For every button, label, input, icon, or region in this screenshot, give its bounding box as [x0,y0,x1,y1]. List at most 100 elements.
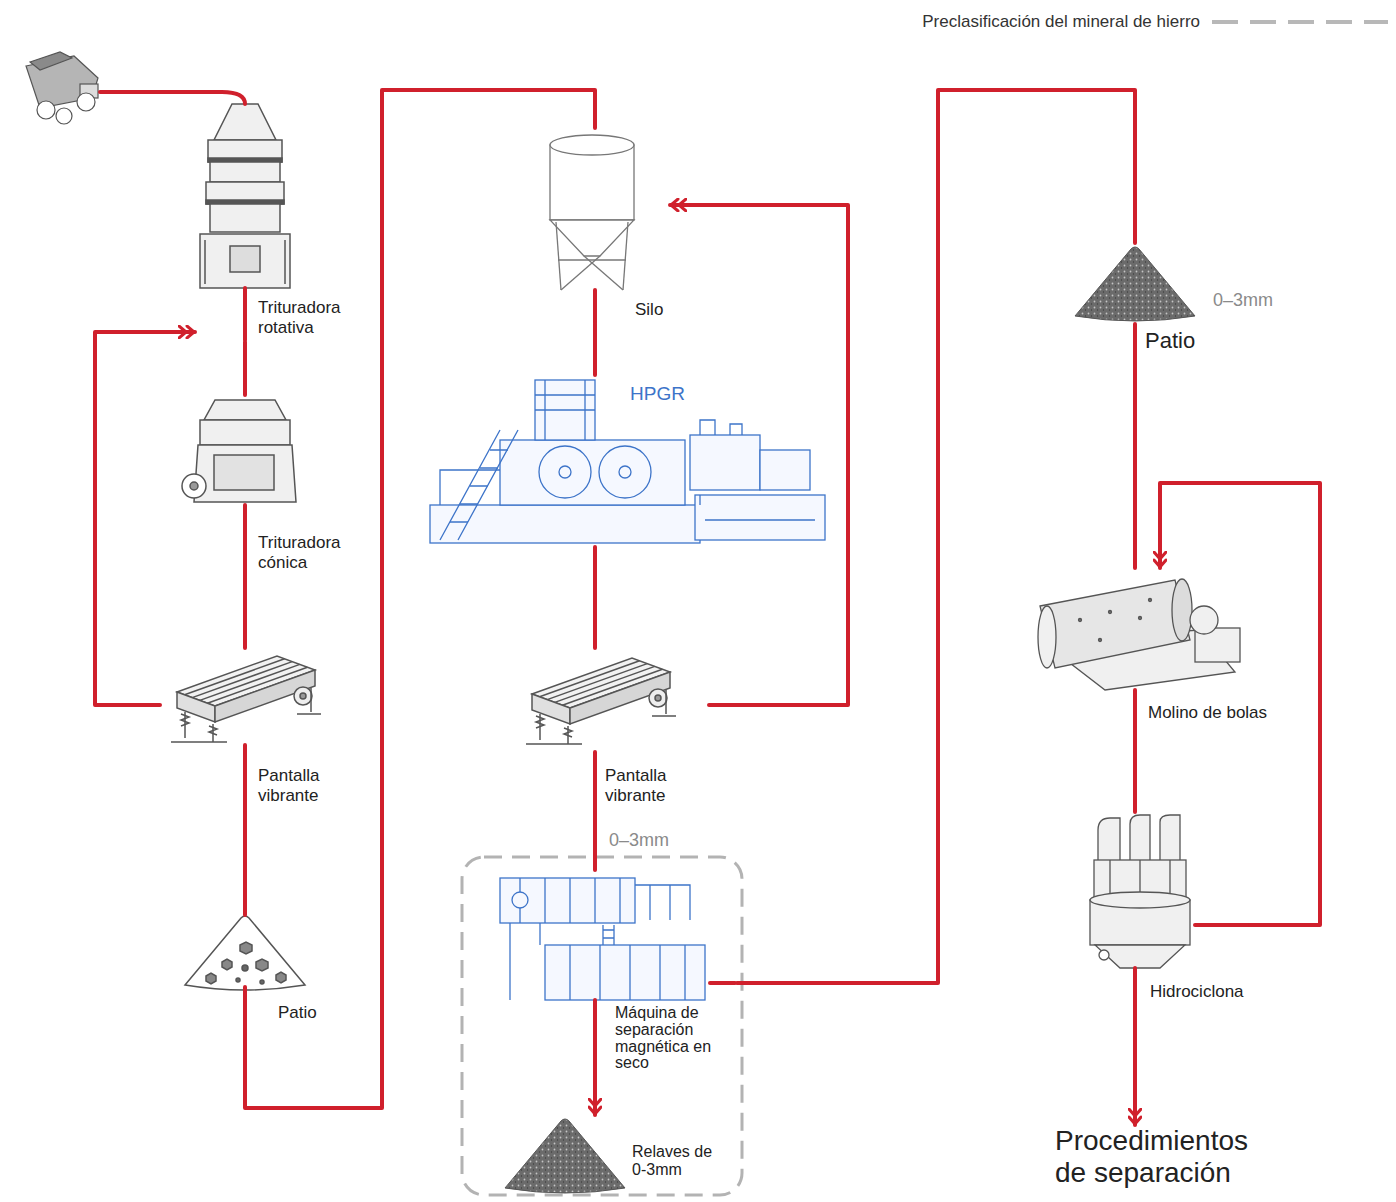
dry-magnetic-separator [500,878,635,923]
flow-line-stub [100,92,1250,1078]
flow-line-stub [1133,324,1137,358]
flow-node: Molino de bolas [1025,568,1275,728]
flow-connector [243,342,247,395]
haul-truck [30,52,72,70]
haul-truck [37,101,55,119]
node-label: Pantalla vibrante [605,766,705,807]
silo [561,256,600,290]
flow-node: Pantalla vibrante [160,648,362,813]
flow-connector [593,813,597,870]
cone-crusher [200,420,290,445]
legend-text: Preclasificación del mineral de hierro [922,12,1200,32]
hpgr-machine [440,430,518,540]
cone-crusher [182,400,296,502]
hpgr-machine [440,470,700,505]
gyratory-crusher [210,162,280,182]
silo [550,145,634,220]
flow-line-stub [1195,923,1250,927]
node-label: Molino de bolas [1148,703,1267,723]
haul-truck [26,52,98,124]
flow-line-stub [593,1000,597,1078]
stockpile [236,978,240,982]
flow-connector [593,323,597,375]
cone-crusher [194,445,296,502]
flow-line-stub [100,92,245,104]
flow-line-stub [243,987,247,1030]
legend-line-sample [1212,20,1388,24]
flow-connector [243,813,247,915]
stockpile [256,959,268,971]
dry-magnetic-separator [570,945,685,1000]
flow-node: Hidrociclona [1080,812,1250,1007]
flow-line-stub [710,981,735,985]
flow-node: Procedimientos de separación [1050,1125,1289,1199]
flow-connector [1133,358,1137,568]
ball-mill [1149,599,1152,602]
flow-line-stub [243,745,247,813]
node-label: Trituradora cónica [258,533,358,574]
haul-truck [77,93,95,111]
hpgr-machine [535,380,595,440]
node-label: Procedimientos de separación [1055,1125,1285,1189]
node-label: Relaves de 0-3mm [632,1143,727,1178]
flow-node: Pantalla vibrante [515,648,709,813]
flow-node: Máquina de separación magnética en seco [490,870,737,1078]
flow-connector [95,332,195,705]
stockpile [240,942,252,954]
hpgr-machine [760,450,810,490]
flow-connector [737,90,1135,983]
hydrocyclone [1099,950,1109,960]
gyratory-crusher [200,234,290,288]
ball-mill [1038,606,1056,668]
flow-connector [245,90,595,1108]
hpgr-machine [450,450,508,522]
gyratory-crusher [210,204,280,232]
presort-group-outline [462,857,742,1195]
dry-magnetic-separator [635,885,690,920]
stockpile [1075,247,1195,321]
flow-connector [243,580,247,648]
dry-magnetic-separator [545,945,705,1000]
hpgr-machine [619,466,631,478]
flow-connector [1133,1007,1137,1125]
hpgr-machine [599,446,651,498]
dry-magnetic-separator [520,878,620,923]
ball-mill [1109,611,1112,614]
stockpile [260,980,264,984]
gyratory-crusher [204,240,206,284]
ball-mill [1172,579,1192,641]
hpgr-machine [535,380,595,440]
hpgr-machine [690,435,760,490]
edge-label: 0–3mm [607,830,671,851]
silo [550,135,634,155]
silo [623,222,628,290]
gyratory-crusher [200,104,290,288]
flow-node: Patio [183,915,343,1030]
cone-crusher [190,482,198,490]
flow-connector [593,547,597,648]
dry-magnetic-separator [539,923,540,945]
ball-mill [1079,619,1082,622]
flow-node: Patio [1070,243,1210,358]
hpgr-machine [705,519,815,520]
stockpile [185,916,305,990]
ball-mill [1038,579,1240,690]
ball-mill [1099,639,1102,642]
node-label: Patio [1145,328,1195,353]
node-label: Trituradora rotativa [258,298,358,339]
stockpile [206,973,216,984]
hpgr-machine [559,466,571,478]
flow-connector [670,205,848,705]
flow-node: Relaves de 0-3mm [500,1115,731,1193]
flow-line-stub [593,752,597,813]
legend: Preclasificación del mineral de hierro [922,12,1390,32]
hydrocyclone [1095,945,1185,968]
gyratory-crusher [206,182,284,204]
gyratory-crusher [214,104,276,140]
hpgr-machine [700,420,742,435]
node-label: Hidrociclona [1150,982,1244,1002]
stockpile [222,959,232,970]
